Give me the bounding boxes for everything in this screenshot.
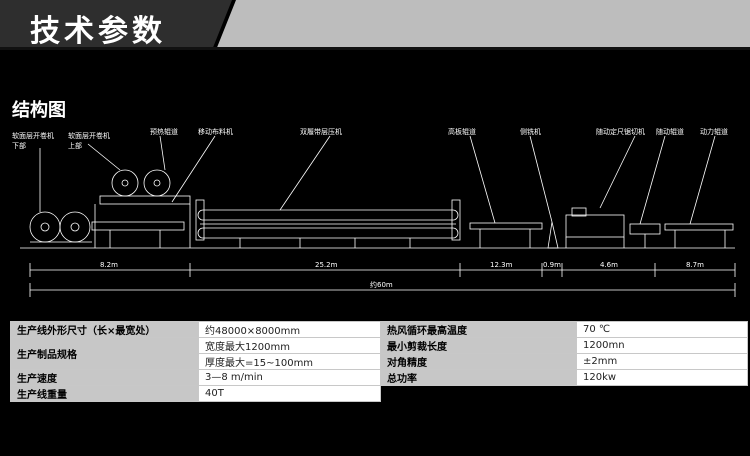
dimension-label: 25.2m <box>315 261 338 269</box>
label-follow-conveyor: 随动辊道 <box>656 127 684 136</box>
dimension-label: 12.3m <box>490 261 513 269</box>
label-unwinder-upper: 软面层开卷机 <box>68 131 110 140</box>
spec-value: 120kw <box>576 369 748 386</box>
structure-diagram: 软面层开卷机 下部 软面层开卷机 上部 预热辊道 移动布料机 双履带层压机 高板… <box>12 127 736 297</box>
table-row: 生产制品规格 宽度最大1200mm 最小剪裁长度 1200mn <box>10 337 748 370</box>
label-cut-off: 随动定尺锯切机 <box>596 127 645 136</box>
spec-key: 最小剪裁长度 <box>380 337 577 354</box>
page-title: 技术参数 <box>30 14 166 49</box>
label-preheat: 预热辊道 <box>150 127 178 136</box>
label-double-belt: 双履带层压机 <box>300 127 342 136</box>
spec-key: 生产线外形尺寸（长×最宽处） <box>10 321 199 338</box>
total-length-label: 约60m <box>370 280 393 289</box>
label-power-conveyor: 动力辊道 <box>700 127 728 136</box>
spec-key: 对角精度 <box>380 353 577 370</box>
label-mover: 移动布料机 <box>198 127 233 136</box>
spec-key: 生产速度 <box>10 369 199 386</box>
spec-value: 3—8 m/min <box>198 369 381 386</box>
spec-table: 生产线外形尺寸（长×最宽处） 约48000×8000mm 热风循环最高温度 70… <box>10 321 748 402</box>
table-row: 生产线重量 40T <box>10 385 748 402</box>
label-unwinder-lower: 软面层开卷机 <box>12 131 54 140</box>
spec-value: 宽度最大1200mm <box>198 337 381 354</box>
structure-title: 结构图 <box>12 100 66 121</box>
label-side-cut: 侧铣机 <box>520 127 541 136</box>
dimension-label: 8.2m <box>100 261 118 269</box>
header-banner <box>0 0 750 50</box>
label-conveyor: 高板辊道 <box>448 127 476 136</box>
spec-value: ±2mm <box>576 353 748 370</box>
spec-value: 1200mn <box>576 337 748 354</box>
spec-key: 热风循环最高温度 <box>380 321 577 338</box>
spec-value: 厚度最大=15~100mm <box>198 353 381 370</box>
dimension-label: 4.6m <box>600 261 618 269</box>
dimension-label: 0.9m <box>543 261 561 269</box>
dimension-label: 8.7m <box>686 261 704 269</box>
label-unwinder-lower-sub: 下部 <box>12 141 26 150</box>
spec-key: 总功率 <box>380 369 577 386</box>
table-row: 生产线外形尺寸（长×最宽处） 约48000×8000mm 热风循环最高温度 70… <box>10 321 748 338</box>
spec-value: 40T <box>198 385 381 402</box>
spec-key: 生产制品规格 <box>10 337 199 370</box>
spec-value: 70 ℃ <box>576 321 748 338</box>
table-row: 厚度最大=15~100mm 对角精度 ±2mm <box>11 353 748 370</box>
spec-value: 约48000×8000mm <box>198 321 381 338</box>
label-unwinder-upper-sub: 上部 <box>68 141 82 150</box>
spec-key: 生产线重量 <box>10 385 199 402</box>
table-row: 生产速度 3—8 m/min 总功率 120kw <box>10 369 748 386</box>
